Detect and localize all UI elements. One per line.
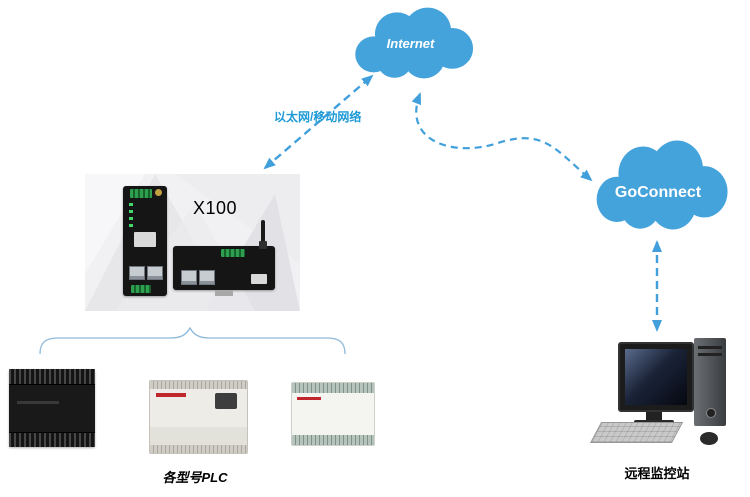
terminal-row <box>292 435 374 445</box>
terminal-block <box>131 285 151 293</box>
monitor <box>618 342 694 412</box>
plc-group-label: 各型号PLC <box>162 470 228 485</box>
plc-front-detail <box>17 401 59 404</box>
brand-logo-mark <box>156 393 186 397</box>
drive-slot <box>698 346 722 349</box>
power-button <box>706 408 716 418</box>
plc-lower-section <box>150 427 247 445</box>
monitor-stand <box>646 412 662 420</box>
drive-slot <box>698 353 722 356</box>
antenna-joint <box>259 241 267 249</box>
remote-station-image <box>580 336 730 458</box>
din-rail-clip <box>215 290 233 296</box>
link-internet-goconnect <box>411 92 593 182</box>
terminal-row <box>9 432 95 447</box>
x100-gateway-image: X100 <box>85 174 300 311</box>
terminal-block <box>221 249 245 257</box>
ethernet-port <box>147 266 163 280</box>
brand-logo-mark <box>297 397 321 400</box>
terminal-row <box>9 369 95 385</box>
ethernet-port <box>181 270 197 285</box>
terminal-row <box>150 381 247 389</box>
internet-cloud: Internet <box>343 4 478 82</box>
device-label-sticker <box>134 232 156 247</box>
plc-group-brace <box>39 326 346 355</box>
internet-cloud-shape <box>355 7 474 79</box>
keyboard <box>590 422 684 443</box>
ethernet-port <box>199 270 215 285</box>
terminal-block <box>130 189 152 198</box>
goconnect-cloud: GoConnect <box>583 136 733 234</box>
internet-cloud-label: Internet <box>386 35 435 51</box>
x100-panel-background <box>85 174 300 311</box>
plc-mitsubishi-image <box>149 380 248 454</box>
antenna-connector <box>155 189 162 196</box>
x100-label: X100 <box>193 198 238 218</box>
remote-station-label: 远程监控站 <box>624 466 690 481</box>
x100-vertical-gateway <box>123 186 167 296</box>
network-link-label: 以太网/移动网络 <box>274 110 362 124</box>
plc-compact-image <box>291 382 375 446</box>
plc-dark-image <box>9 369 95 447</box>
goconnect-cloud-label: GoConnect <box>614 184 702 201</box>
monitor-screen <box>625 349 687 405</box>
antenna <box>261 220 265 246</box>
terminal-row <box>150 445 247 453</box>
plc-cover-panel <box>215 393 237 409</box>
goconnect-cloud-shape <box>596 140 728 230</box>
ethernet-port <box>129 266 145 280</box>
status-leds <box>129 203 133 229</box>
terminal-row <box>292 383 374 393</box>
x100-horizontal-gateway <box>173 220 275 296</box>
device-label-sticker <box>251 274 267 284</box>
mouse <box>700 432 718 445</box>
computer-tower <box>694 338 726 426</box>
